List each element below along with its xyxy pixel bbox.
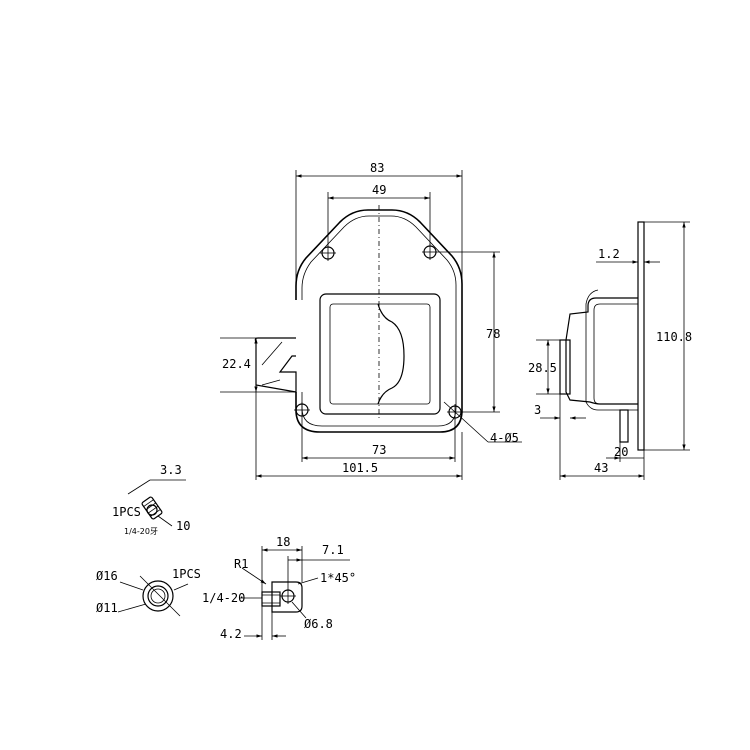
dim-18: 18 — [276, 535, 290, 549]
dim-78: 78 — [486, 327, 500, 341]
dim-3-3: 3.3 — [160, 463, 182, 477]
dim-49: 49 — [372, 183, 386, 197]
screw-body — [141, 496, 163, 520]
front-view: 83 49 78 22.4 73 101.5 4-Ø5 — [220, 161, 522, 480]
mounting-hole — [294, 402, 310, 418]
dim-110-8: 110.8 — [656, 330, 692, 344]
dim-101-5: 101.5 — [342, 461, 378, 475]
dim-28-5: 28.5 — [528, 361, 557, 375]
dim-4-2: 4.2 — [220, 627, 242, 641]
dim-r1: R1 — [234, 557, 248, 571]
screw-detail: 3.3 10 1PCS 1/4-20牙 — [112, 463, 190, 536]
dim-3: 3 — [534, 403, 541, 417]
side-body — [565, 297, 638, 405]
nut-outer-dia: Ø16 — [96, 569, 118, 583]
paddle-handle — [377, 303, 405, 405]
dim-73: 73 — [372, 443, 386, 457]
dim-holes: 4-Ø5 — [490, 431, 519, 445]
side-view: 1.2 110.8 28.5 3 20 43 — [528, 221, 692, 480]
nut-qty: 1PCS — [172, 567, 201, 581]
pin-detail: 18 7.1 R1 1*45° 1/4-20 4.2 Ø6.8 — [202, 535, 356, 641]
mounting-hole — [422, 244, 438, 260]
plate-inner-outline — [301, 215, 457, 427]
pin-head — [271, 581, 303, 613]
latch-hook — [254, 337, 297, 393]
nut-detail: Ø16 1PCS Ø11 — [96, 567, 201, 617]
window-inner — [329, 303, 431, 405]
dim-22-4: 22.4 — [222, 357, 251, 371]
nut-inner-dia: Ø11 — [96, 601, 118, 615]
side-pin — [619, 409, 629, 443]
screw-thread: 1/4-20牙 — [124, 527, 158, 536]
dim-20: 20 — [614, 445, 628, 459]
latch-hook-detail — [261, 341, 283, 386]
dim-7-1: 7.1 — [322, 543, 344, 557]
mounting-hole — [320, 245, 336, 261]
dim-1-2: 1.2 — [598, 247, 620, 261]
window-opening — [319, 293, 441, 415]
dim-43: 43 — [594, 461, 608, 475]
screw-qty: 1PCS — [112, 505, 141, 519]
pin-shaft — [261, 591, 281, 607]
dim-10: 10 — [176, 519, 190, 533]
dim-83: 83 — [370, 161, 384, 175]
dim-chamfer: 1*45° — [320, 571, 356, 585]
plate-outline — [295, 209, 463, 433]
dim-hole-dia: Ø6.8 — [304, 617, 333, 631]
dim-thread: 1/4-20 — [202, 591, 245, 605]
side-latch — [559, 339, 571, 395]
side-plate — [637, 221, 645, 451]
